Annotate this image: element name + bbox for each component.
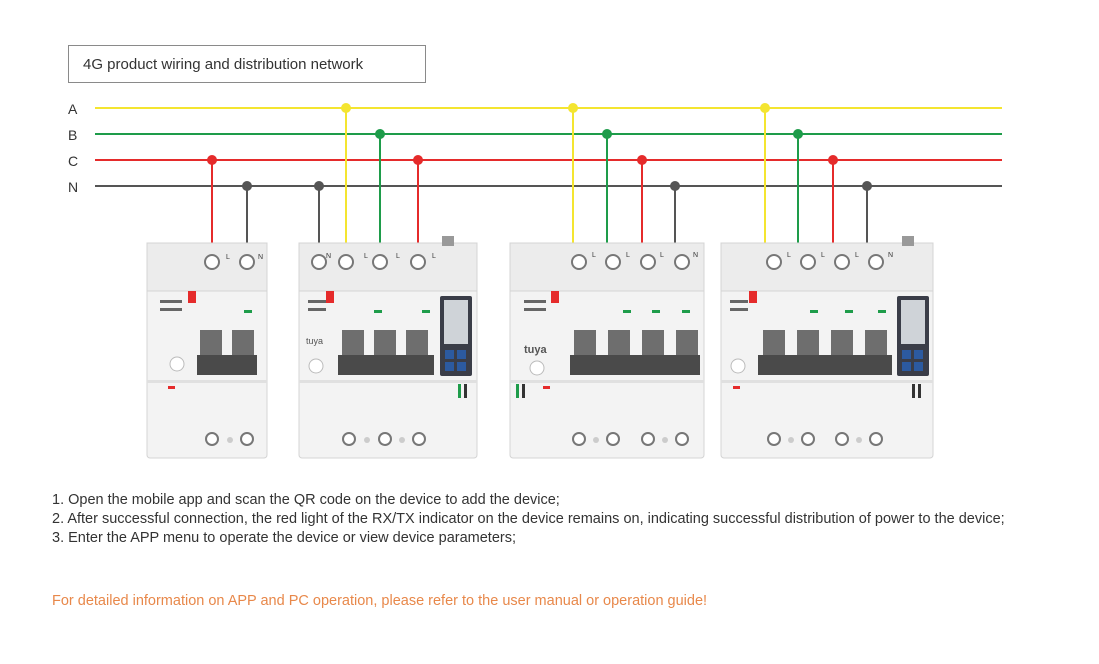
terminal-screw (572, 432, 586, 446)
terminal-screw (869, 432, 883, 446)
terminal-screw (571, 254, 587, 270)
terminal-label: L (396, 253, 400, 260)
terminal-screw (372, 254, 388, 270)
terminal-screw (239, 254, 255, 270)
bus-label-a: A (68, 101, 78, 117)
terminal-label: L (787, 252, 791, 259)
brand-logo: tuya (306, 336, 323, 346)
terminal-screw (800, 254, 816, 270)
terminal-screw (834, 254, 850, 270)
device-4p-breaker-display-qr: N L L L tuya (298, 236, 478, 459)
terminal-screw (240, 432, 254, 446)
bus-label-c: C (68, 153, 78, 169)
terminal-screw (868, 254, 884, 270)
operation-note: For detailed information on APP and PC o… (52, 593, 708, 609)
terminal-label: L (432, 253, 436, 260)
brand-logo: tuya (524, 344, 548, 356)
terminal-screw (205, 432, 219, 446)
drop-wires (211, 108, 868, 246)
terminal-screw (606, 432, 620, 446)
device-4p-breaker-display: L L L N (720, 236, 934, 459)
terminal-screw (641, 432, 655, 446)
bus-label-b: B (68, 127, 77, 143)
terminal-label: N (326, 253, 331, 260)
terminal-label: L (626, 252, 630, 259)
terminal-label: L (855, 252, 859, 259)
terminal-label: L (821, 252, 825, 259)
instruction-step-1: 1. Open the mobile app and scan the QR c… (52, 492, 560, 508)
junction-dots (207, 103, 872, 191)
terminal-label: L (592, 252, 596, 259)
device-4p-breaker: L L L N tuya (509, 242, 705, 459)
instruction-list: 1. Open the mobile app and scan the QR c… (52, 491, 1042, 548)
terminal-screw (204, 254, 220, 270)
terminal-label: L (364, 253, 368, 260)
terminal-screw (342, 432, 356, 446)
terminal-screw (835, 432, 849, 446)
terminal-label: N (693, 252, 698, 259)
terminal-screw (640, 254, 656, 270)
terminal-screw (378, 432, 392, 446)
terminal-screw (766, 254, 782, 270)
terminal-label: N (888, 252, 893, 259)
terminal-screw (338, 254, 354, 270)
wiring-diagram: A B C N (68, 101, 1002, 459)
terminal-screw (675, 432, 689, 446)
instruction-step-2: 2. After successful connection, the red … (52, 511, 1005, 527)
device-2p-breaker: L N (146, 242, 268, 459)
terminal-screw (674, 254, 690, 270)
terminal-label: L (226, 254, 230, 261)
terminal-screw (410, 254, 426, 270)
terminal-label: N (258, 254, 263, 261)
terminal-screw (801, 432, 815, 446)
terminal-screw (311, 254, 327, 270)
bus-label-n: N (68, 179, 78, 195)
terminal-label: L (660, 252, 664, 259)
instruction-step-3: 3. Enter the APP menu to operate the dev… (52, 530, 516, 546)
terminal-screw (412, 432, 426, 446)
diagram-title: 4G product wiring and distribution netwo… (68, 45, 426, 83)
terminal-screw (605, 254, 621, 270)
terminal-screw (767, 432, 781, 446)
